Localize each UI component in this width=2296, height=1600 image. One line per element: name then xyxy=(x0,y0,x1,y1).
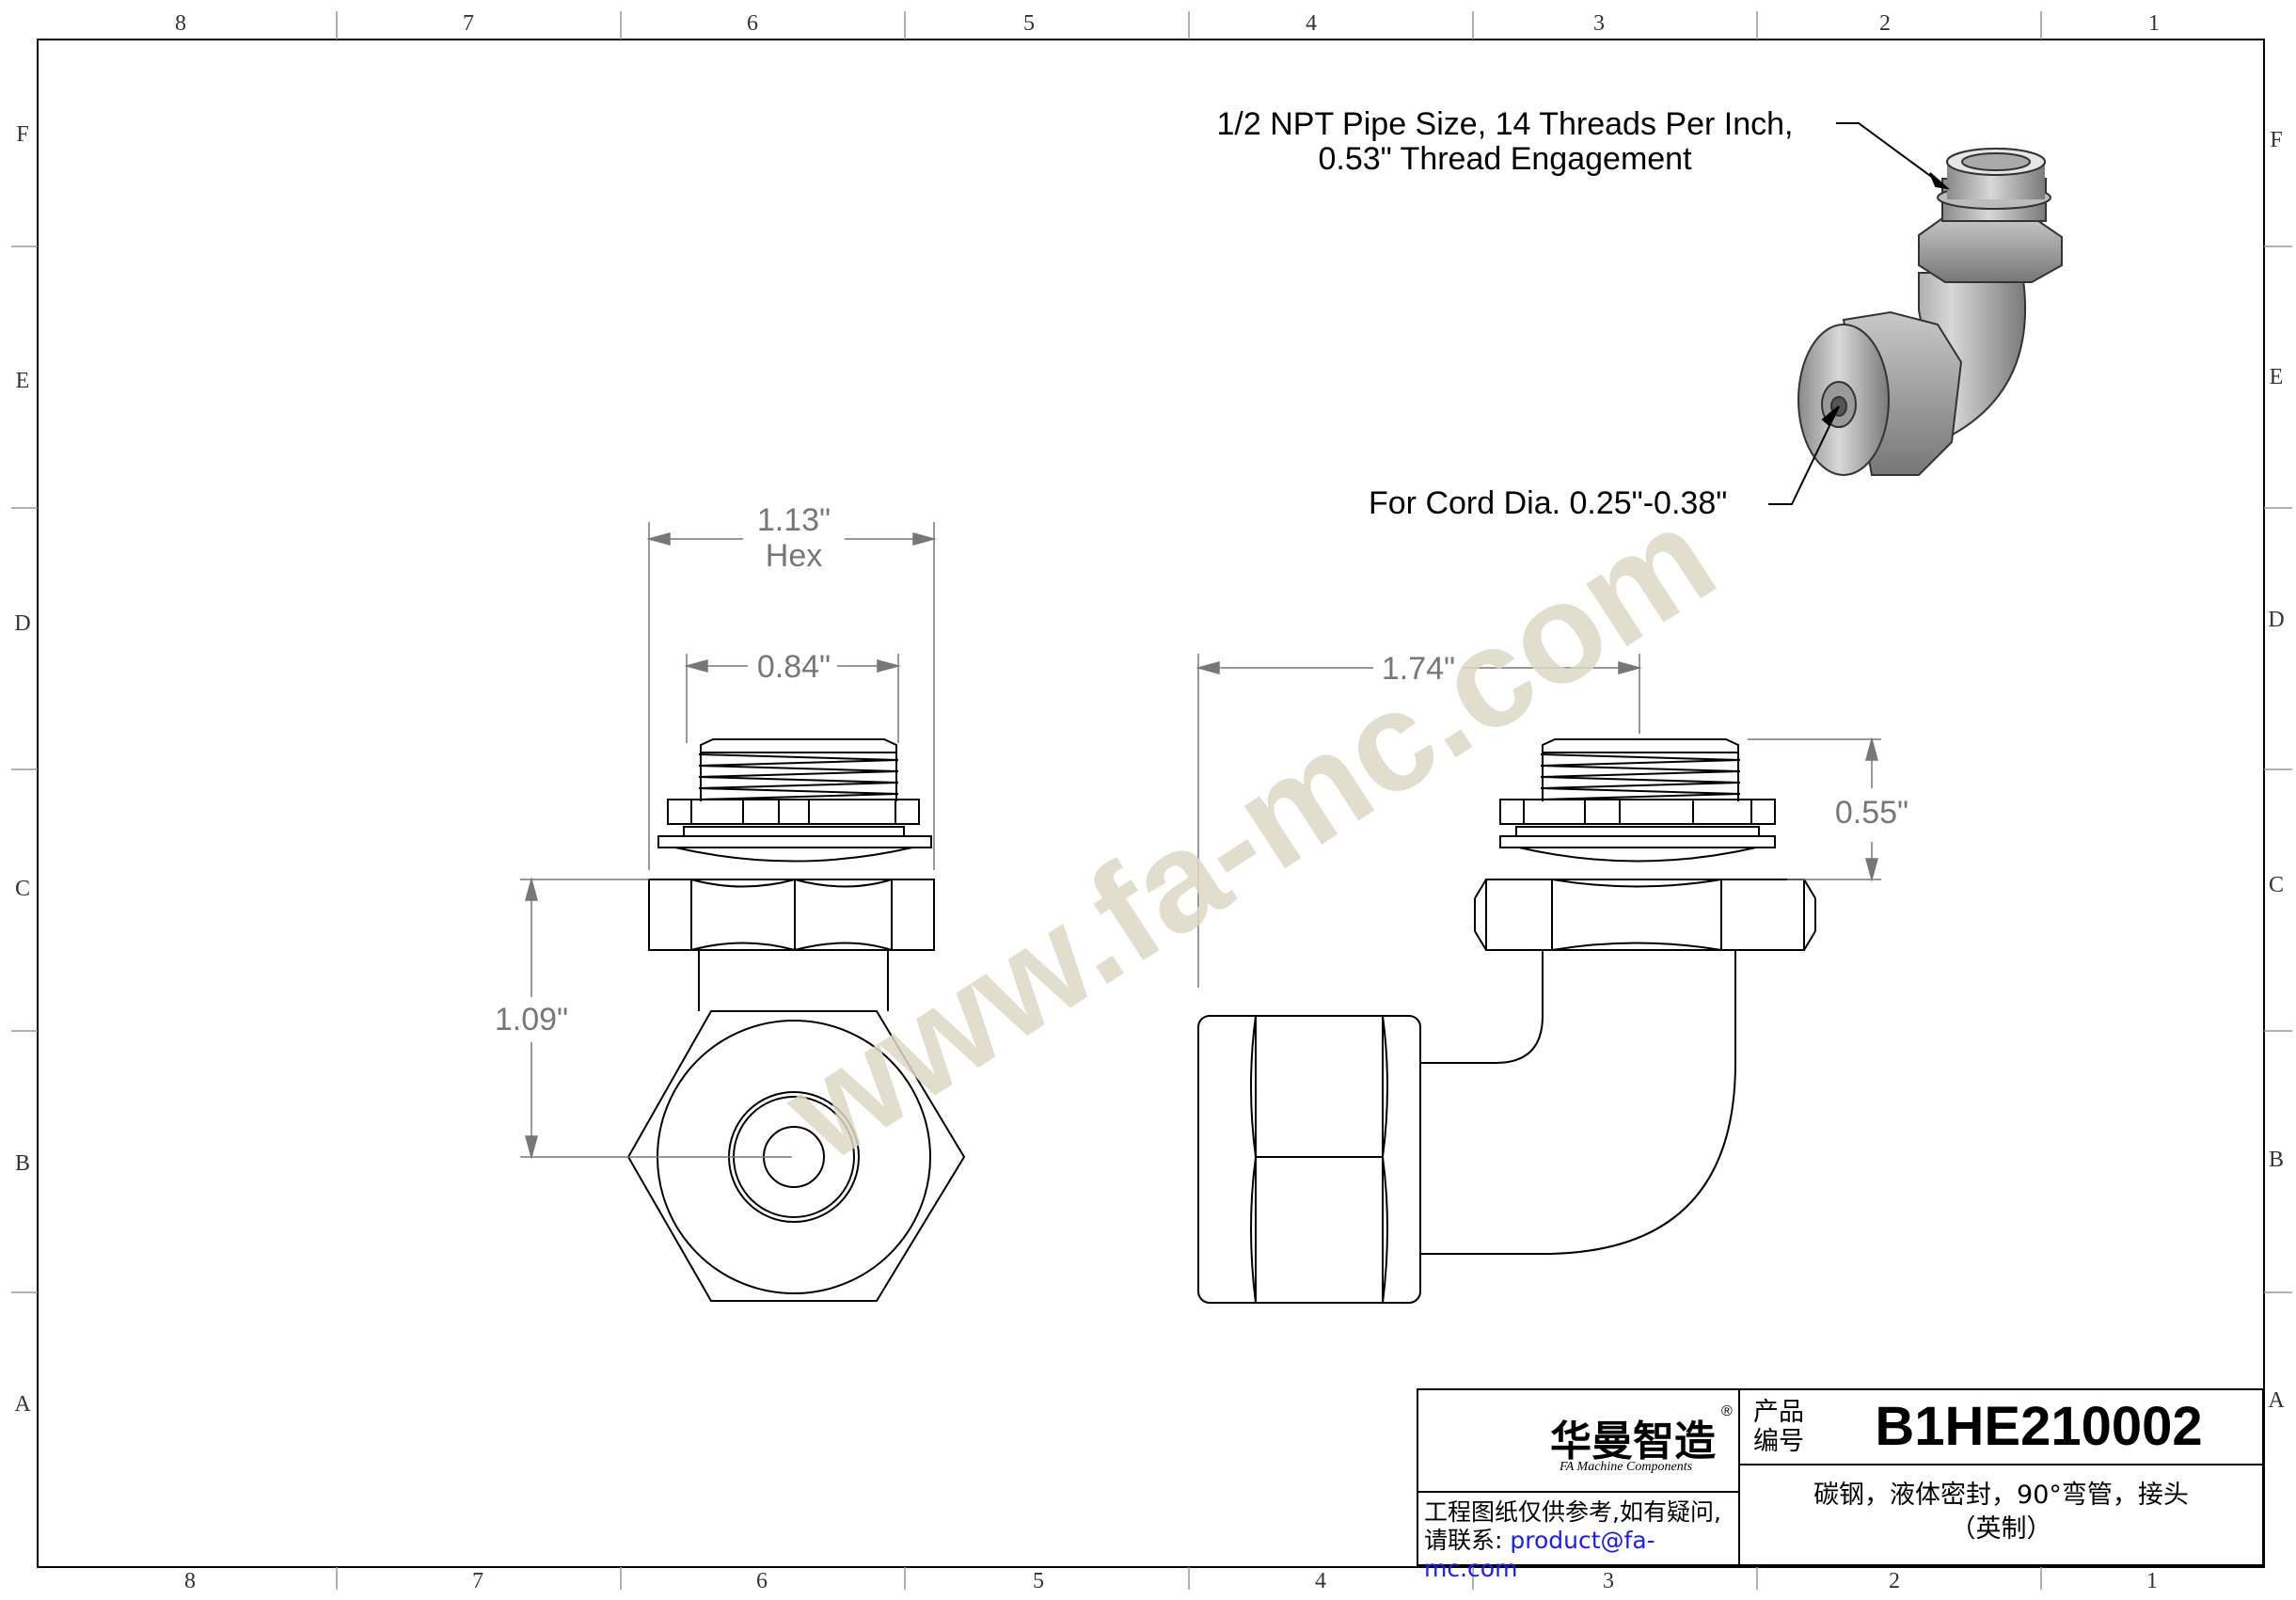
zone-col-7-top: 7 xyxy=(463,11,474,36)
zone-row-c-left: C xyxy=(14,877,30,901)
product-label-line1: 产品 xyxy=(1753,1398,1804,1427)
zone-row-f-left: F xyxy=(16,122,29,147)
product-label-line2: 编号 xyxy=(1753,1427,1804,1456)
zone-row-d-right: D xyxy=(2268,608,2285,632)
dimension-lines xyxy=(520,522,1881,1160)
dim-length: 1.74" xyxy=(1381,651,1456,687)
thread-callout-line1: 1/2 NPT Pipe Size, 14 Threads Per Inch, xyxy=(1216,106,1794,142)
zone-col-2-top: 2 xyxy=(1879,11,1891,36)
zone-col-8-top: 8 xyxy=(175,11,186,36)
contact-email-link[interactable]: product@fa-mc.com xyxy=(1424,1527,1655,1582)
outer-frame xyxy=(37,39,2265,1568)
cord-callout: For Cord Dia. 0.25"-0.38" xyxy=(1369,485,1728,521)
side-view xyxy=(1197,738,1816,1304)
logo-text: 华曼智造 xyxy=(1550,1418,1716,1465)
zone-row-d-left: D xyxy=(14,611,31,636)
dim-hex-value: 1.13" xyxy=(756,502,831,538)
drawing-note: 工程图纸仅供参考,如有疑问, 请联系: product@fa-mc.com xyxy=(1418,1493,1740,1582)
zone-row-e-right: E xyxy=(2269,365,2284,389)
dim-hex-label: Hex xyxy=(765,538,823,574)
note-line1: 工程图纸仅供参考,如有疑问, xyxy=(1424,1498,1721,1526)
zone-row-a-right: A xyxy=(2268,1388,2285,1413)
dim-thread-height: 0.55" xyxy=(1834,795,1909,831)
zone-col-8-bottom: 8 xyxy=(184,1569,196,1593)
zone-col-3-top: 3 xyxy=(1593,11,1605,36)
zone-row-f-right: F xyxy=(2270,128,2283,152)
zone-row-b-left: B xyxy=(14,1151,30,1176)
zone-ticks xyxy=(11,11,2292,1590)
description-line1: 碳钢，液体密封，90°弯管，接头 xyxy=(1813,1481,2189,1510)
zone-col-6-bottom: 6 xyxy=(756,1569,768,1593)
logo-subtitle: FA Machine Components xyxy=(1560,1460,1693,1474)
zone-col-6-top: 6 xyxy=(747,11,758,36)
description-line2: （英制） xyxy=(1950,1514,2052,1544)
zone-row-b-right: B xyxy=(2268,1148,2284,1172)
zone-col-5-top: 5 xyxy=(1023,11,1035,36)
zone-col-4-bottom: 4 xyxy=(1315,1569,1326,1593)
zone-col-2-bottom: 2 xyxy=(1889,1569,1900,1593)
iso-view xyxy=(1797,148,2063,476)
zone-col-5-bottom: 5 xyxy=(1033,1569,1044,1593)
zone-col-1-bottom: 1 xyxy=(2146,1569,2158,1593)
product-description: 碳钢，液体密封，90°弯管，接头 （英制） xyxy=(1740,1464,2262,1564)
zone-col-1-top: 1 xyxy=(2148,11,2160,36)
company-logo: 华曼智造 ® FA Machine Components xyxy=(1418,1390,1740,1493)
front-view xyxy=(626,738,966,1302)
dim-height: 1.09" xyxy=(494,1002,569,1038)
zone-col-7-bottom: 7 xyxy=(472,1569,483,1593)
note-line2: 请联系: product@fa-mc.com xyxy=(1424,1527,1733,1583)
zone-row-c-right: C xyxy=(2268,873,2284,897)
logo-registered-mark: ® xyxy=(1721,1403,1733,1419)
product-number-label: 产品 编号 xyxy=(1740,1390,1815,1464)
thread-callout: 1/2 NPT Pipe Size, 14 Threads Per Inch, … xyxy=(1176,107,1834,177)
zone-col-3-bottom: 3 xyxy=(1603,1569,1614,1593)
zone-col-4-top: 4 xyxy=(1306,11,1317,36)
zone-row-e-left: E xyxy=(15,369,30,393)
note-contact-prefix: 请联系: xyxy=(1424,1527,1511,1554)
title-block: 华曼智造 ® FA Machine Components 工程图纸仅供参考,如有… xyxy=(1417,1388,2264,1582)
zone-row-a-left: A xyxy=(14,1392,31,1417)
part-number: B1HE210002 xyxy=(1875,1396,2203,1457)
thread-callout-line2: 0.53" Thread Engagement xyxy=(1318,141,1692,177)
leader-lines xyxy=(1768,122,1951,505)
dim-thread-width: 0.84" xyxy=(756,649,831,685)
